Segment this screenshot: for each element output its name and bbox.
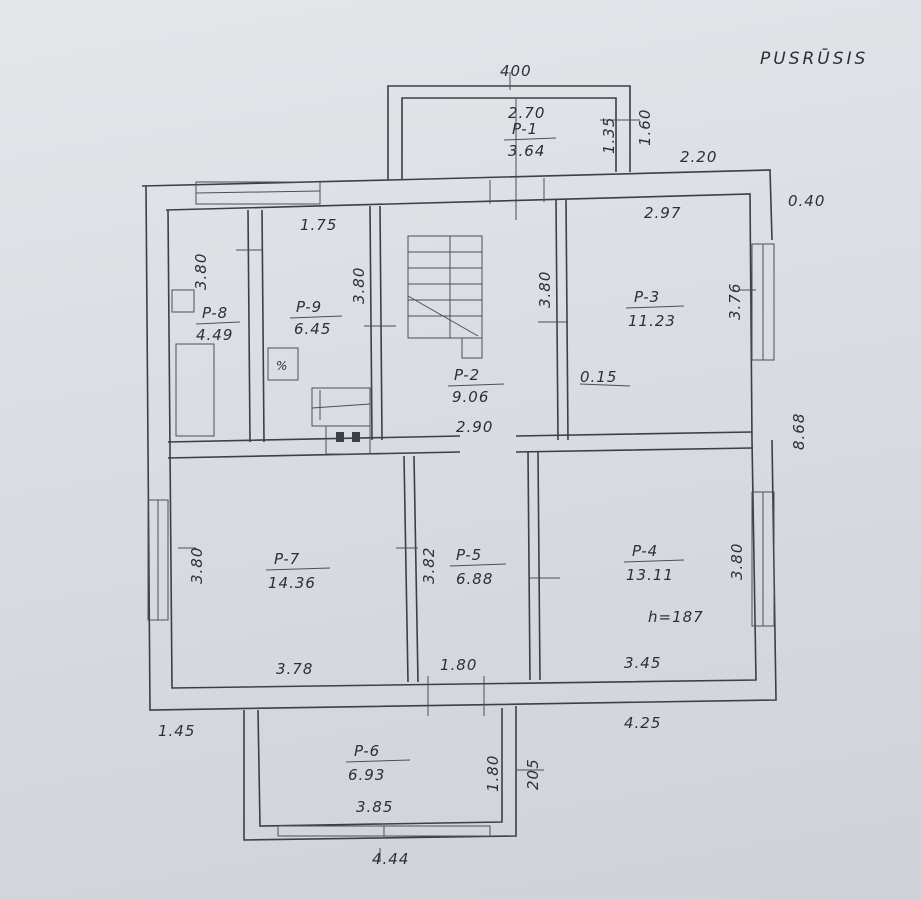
p1-depth: 1.35	[600, 117, 618, 154]
p1-area: 3.64	[508, 142, 545, 160]
room-p5: P-5 6.88 1.80 3.82	[420, 546, 507, 674]
dim-bottom-right: 4.25	[624, 714, 661, 732]
dim-total-depth: 8.68	[790, 413, 808, 450]
dim-balcony-top-depth: 1.60	[636, 109, 654, 146]
room-p9: 1.75 P-9 6.45 3.80	[289, 216, 368, 338]
overall-dimensions: 400 1.60 2.20 0.40 8.68 1.45 4.25 205 4.…	[158, 62, 825, 868]
outer-walls	[141, 169, 777, 711]
p1-name: P-1	[512, 120, 538, 138]
staircase	[407, 235, 483, 359]
p7-name: P-7	[274, 550, 300, 568]
p5-area: 6.88	[456, 570, 493, 588]
p3-area: 11.23	[628, 312, 676, 330]
room-p6: P-6 6.93 3.85 1.80	[345, 742, 502, 816]
p7-depth: 3.80	[188, 547, 206, 584]
dimension-ticks	[178, 249, 756, 771]
room-p4: P-4 13.11 h=187 3.45 3.80	[623, 542, 746, 672]
p9-area: 6.45	[294, 320, 331, 338]
p3-depth: 3.76	[726, 283, 744, 320]
sink-icon	[171, 289, 195, 313]
p4-width: 3.45	[624, 654, 661, 672]
plan-title: PUSRŪSIS	[760, 47, 868, 69]
p8-area: 4.49	[196, 326, 233, 344]
p1-width: 2.70	[508, 104, 545, 122]
cabinet-icon	[325, 425, 371, 455]
interior-walls	[167, 199, 753, 683]
p3-width: 2.97	[644, 204, 681, 222]
dim-bottom-left: 1.45	[158, 722, 195, 740]
p9-width: 1.75	[300, 216, 337, 234]
balcony-bottom	[243, 676, 517, 862]
p8-name: P-8	[202, 304, 228, 322]
p4-name: P-4	[632, 542, 658, 560]
dim-p6-outer-depth: 205	[524, 758, 542, 790]
p9-name: P-9	[296, 298, 322, 316]
p2-name: P-2	[454, 366, 480, 384]
p7-width: 3.78	[276, 660, 313, 678]
p7-area: 14.36	[268, 574, 316, 592]
p6-name: P-6	[354, 742, 380, 760]
dim-balcony-top-width: 400	[500, 62, 532, 80]
p2-depth: 3.80	[536, 271, 554, 308]
p8-depth: 3.80	[192, 253, 210, 290]
p6-width: 3.85	[356, 798, 393, 816]
unit-icon	[336, 432, 344, 442]
p6-area: 6.93	[348, 766, 385, 784]
p3-extra: 0.15	[580, 368, 617, 386]
unit-icon	[352, 432, 360, 442]
p4-height: h=187	[648, 608, 704, 626]
room-p7: P-7 14.36 3.78 3.80	[188, 547, 331, 678]
p2-width: 2.90	[456, 418, 493, 436]
p2-area: 9.06	[452, 388, 489, 406]
room-p8: P-8 4.49 3.80	[192, 253, 241, 344]
fixtures: %	[171, 289, 371, 455]
p4-depth: 3.80	[728, 543, 746, 580]
p9-depth: 3.80	[350, 267, 368, 304]
room-p2: P-2 9.06 2.90 3.80	[447, 271, 554, 436]
p4-area: 13.11	[626, 566, 674, 584]
stove-icon	[267, 347, 299, 381]
room-p3: 2.97 P-3 11.23 0.15 3.76	[580, 204, 744, 386]
dim-top-right-offset: 2.20	[680, 148, 717, 166]
svg-text:%: %	[276, 359, 287, 373]
bathtub-icon	[175, 343, 215, 437]
room-p1: 2.70 P-1 3.64 1.35	[503, 104, 618, 160]
dim-right-wall: 0.40	[788, 192, 825, 210]
p5-name: P-5	[456, 546, 482, 564]
p5-depth: 3.82	[420, 547, 438, 584]
balcony-top	[387, 72, 640, 220]
dim-p6-outer-width: 4.44	[372, 850, 409, 868]
p6-depth: 1.80	[484, 755, 502, 792]
p3-name: P-3	[634, 288, 660, 306]
p5-width: 1.80	[440, 656, 477, 674]
